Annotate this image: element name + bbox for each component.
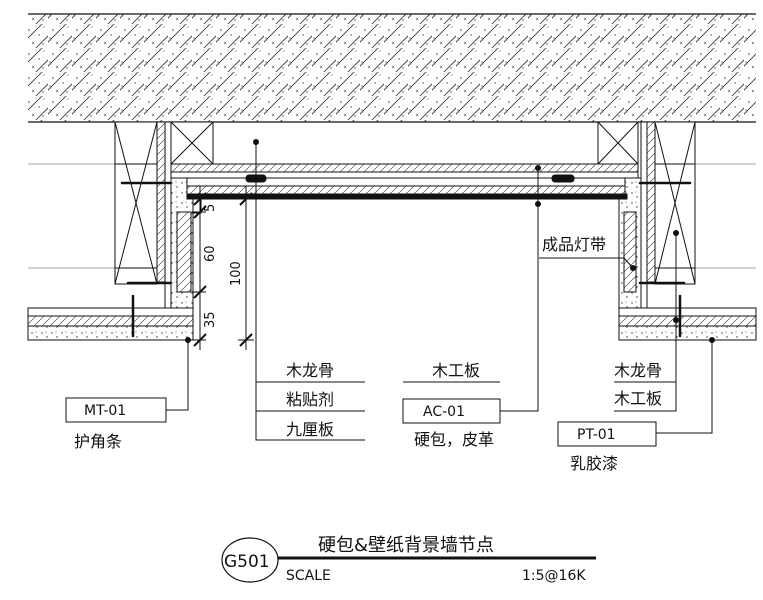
pt01-tag-box bbox=[557, 421, 657, 447]
right-layer-label-1: 木龙骨 bbox=[614, 361, 662, 380]
wall-reference-lines bbox=[28, 163, 756, 269]
title-block: G501 硬包&壁纸背景墙节点 SCALE 1:5@16K bbox=[221, 535, 596, 584]
pt01-tag: PT-01 bbox=[577, 427, 616, 443]
panel-top-label: 木工板 bbox=[432, 361, 480, 380]
left-pocket bbox=[170, 177, 202, 311]
dim-60: 60 bbox=[203, 245, 218, 262]
ac01-name: 硬包，皮革 bbox=[414, 430, 494, 449]
scale-value: 1:5@16K bbox=[522, 568, 586, 584]
pt01-name: 乳胶漆 bbox=[570, 454, 618, 473]
leather-panel bbox=[186, 174, 628, 200]
layer-label-1: 木龙骨 bbox=[286, 361, 334, 380]
right-layer-label-2: 木工板 bbox=[614, 389, 662, 408]
concrete-slab bbox=[28, 13, 756, 123]
ac01-tag: AC-01 bbox=[423, 404, 465, 420]
screws bbox=[120, 181, 692, 338]
mt01-tag-box bbox=[65, 397, 167, 423]
dim-5: 5 bbox=[203, 204, 218, 212]
right-pocket bbox=[618, 177, 642, 311]
leader-dots bbox=[185, 139, 715, 343]
left-inner-stud bbox=[170, 121, 214, 165]
layer-label-3: 九厘板 bbox=[286, 420, 334, 439]
dim-100: 100 bbox=[229, 261, 244, 286]
right-wood-stud bbox=[654, 121, 696, 285]
leader-lines bbox=[166, 142, 713, 441]
dimension-chain bbox=[192, 186, 254, 350]
right-wall-finish bbox=[618, 307, 757, 341]
drawing-number: G501 bbox=[224, 552, 270, 572]
left-wall-finish bbox=[27, 307, 194, 341]
mt01-tag: MT-01 bbox=[84, 403, 126, 419]
dim-35: 35 bbox=[203, 311, 218, 328]
drawing-number-ellipse bbox=[221, 537, 279, 583]
drawing-title: 硬包&壁纸背景墙节点 bbox=[318, 535, 494, 556]
right-inner-stud bbox=[597, 121, 639, 165]
mt01-name: 护角条 bbox=[74, 432, 122, 451]
scale-label: SCALE bbox=[286, 568, 331, 584]
left-wood-stud bbox=[114, 121, 158, 285]
ac01-tag-box bbox=[402, 398, 501, 424]
layer-label-2: 粘贴剂 bbox=[286, 390, 334, 409]
light-strip-label: 成品灯带 bbox=[542, 235, 606, 254]
